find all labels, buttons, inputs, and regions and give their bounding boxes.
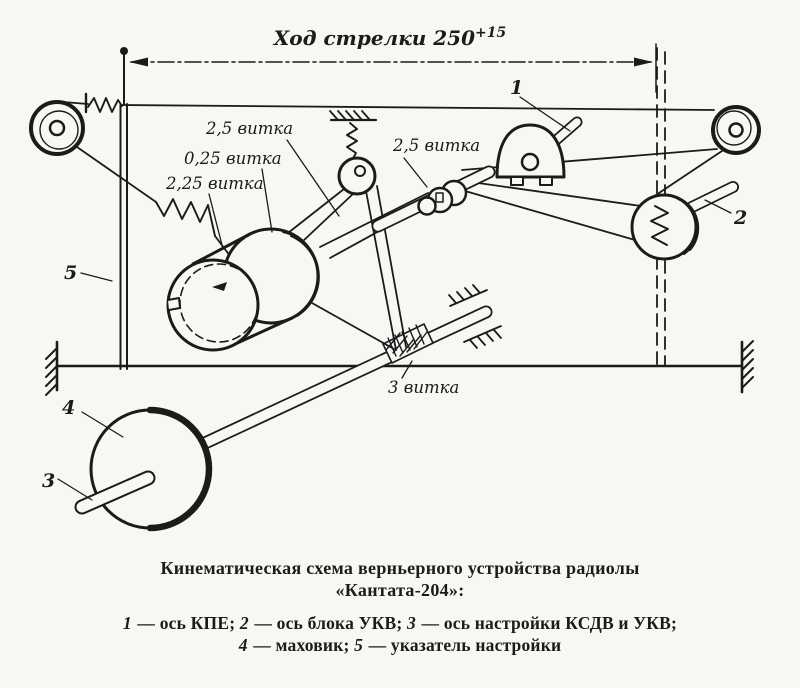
legend-segment: 2	[239, 612, 249, 633]
drum-tab	[167, 297, 181, 311]
part-number-4: 4	[62, 397, 75, 419]
legend-segment: 3	[407, 612, 416, 633]
legend-segment: — ось КПЕ;	[132, 612, 240, 633]
dimension-arrow-right	[634, 57, 653, 67]
pointer-clamp-spring	[87, 97, 123, 113]
part-number-1: 1	[510, 77, 523, 99]
caption-line-1: Кинематическая схема верньерного устройс…	[160, 558, 640, 578]
idler-pulley-with-spring	[329, 110, 378, 196]
legend-segment: — ось настройки КСДВ и УКВ;	[416, 612, 678, 633]
legend-segment: 1	[122, 612, 132, 633]
tuning-pointer	[84, 47, 128, 370]
part-number-3: 3	[42, 470, 55, 492]
legend-segment: 4	[238, 635, 248, 656]
legend-segment: 5	[354, 635, 364, 656]
tension-spring	[155, 198, 216, 237]
legend-segment: — маховик;	[248, 635, 355, 656]
friction-spring	[650, 205, 669, 246]
right-pulley	[711, 105, 761, 155]
drive-axis-roller	[371, 165, 496, 233]
dimension-line	[129, 43, 657, 93]
winding-label-1: 2,5 витка	[205, 119, 293, 138]
legend-line-2: 4 — маховик; 5 — указатель настройки	[0, 634, 800, 656]
winding-label-4: 2,5 витка	[392, 136, 480, 155]
winding-label-3: 2,25 витка	[165, 174, 264, 193]
kinematic-diagram: Ход стрелки 250+15 2,5 витка 0,25 витка …	[29, 25, 761, 532]
dimension-label: Ход стрелки 250+15	[272, 25, 506, 50]
drum-arrow-marker	[212, 282, 227, 291]
dimension-arrow-left	[129, 57, 148, 67]
figure-caption: Кинематическая схема верньерного устройс…	[0, 558, 800, 602]
cord-wrap-3-turns	[382, 323, 434, 364]
caption-line-2: «Кантата-204»:	[335, 579, 465, 600]
tuning-shaft	[168, 305, 493, 464]
left-wall-anchor	[45, 340, 59, 396]
right-wall-anchor	[740, 340, 754, 394]
flywheel	[74, 406, 213, 532]
legend-segment: — ось блока УКВ;	[249, 612, 408, 633]
left-pulley	[29, 100, 85, 156]
ukv-drive-drum	[630, 181, 739, 261]
leader-lines	[57, 96, 732, 501]
kpe-unit	[495, 116, 583, 186]
vernier-drum	[166, 227, 320, 352]
legend-segment: — указатель настройки	[364, 635, 562, 656]
chassis-baseline	[45, 340, 754, 396]
part-number-2: 2	[733, 207, 747, 229]
part-number-5: 5	[64, 262, 77, 284]
shaft-bearing-hatching	[448, 284, 502, 349]
legend-line-1: 1 — ось КПЕ; 2 — ось блока УКВ; 3 — ось …	[0, 612, 800, 634]
winding-label-5: 3 витка	[388, 378, 459, 397]
figure-legend: 1 — ось КПЕ; 2 — ось блока УКВ; 3 — ось …	[0, 612, 800, 657]
winding-label-2: 0,25 витка	[184, 149, 282, 168]
idler-spring	[346, 122, 358, 161]
